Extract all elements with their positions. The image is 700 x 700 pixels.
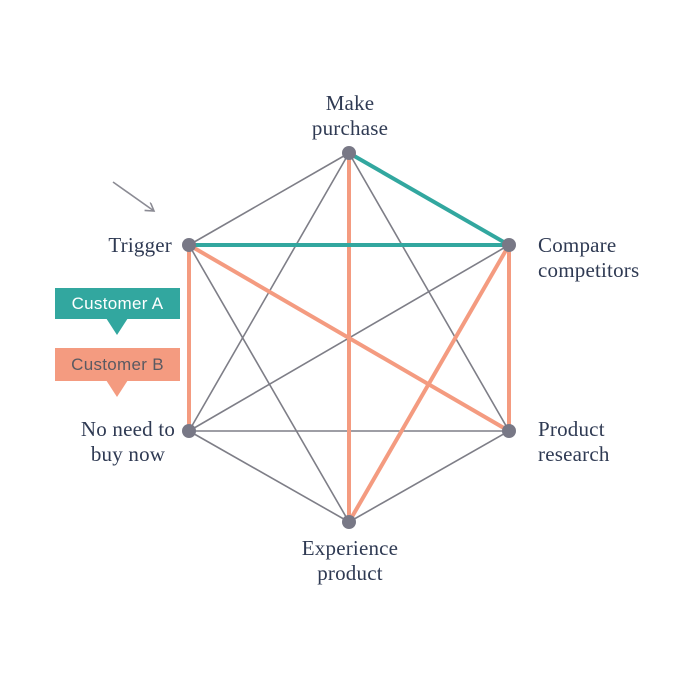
legend-customer-b-label: Customer B [71,354,164,374]
node-label-make-purchase: Make purchase [250,91,450,141]
node-label-line: research [538,442,610,466]
legend-customer-b-tail-icon [106,380,128,397]
node-dot-no-need-to-buy-now [182,424,196,438]
node-label-line: Make [325,91,375,115]
node-dot-trigger [182,238,196,252]
edge-product-research-experience-product [348,430,510,523]
node-label-line: competitors [538,258,640,282]
edge-compare-competitors-experience-product [347,243,511,524]
node-dot-experience-product [342,515,356,529]
customer-a-path [189,151,510,247]
edge-make-purchase-compare-competitors [348,151,510,247]
node-label-compare-competitors: Compare competitors [538,233,700,283]
node-label-experience-product: Experience product [250,536,450,586]
node-label-line: No need to [80,417,176,441]
node-dot-product-research [502,424,516,438]
customer-b-path [187,153,511,524]
node-label-product-research: Product research [538,417,700,467]
node-dots [182,146,516,529]
node-label-line: Product [538,417,605,441]
edge-trigger-experience-product [188,244,350,523]
node-label-line: purchase [311,116,389,140]
node-label-no-need-to-buy-now: No need to buy now [28,417,228,467]
pointer-arrow-icon [112,181,154,211]
node-label-line: Compare [538,233,617,257]
node-label-trigger: Trigger [0,233,172,258]
legend-customer-a: Customer A [55,288,180,319]
node-dot-make-purchase [342,146,356,160]
node-label-line: Trigger [108,233,172,257]
legend-customer-a-tail-icon [106,318,128,335]
node-dot-compare-competitors [502,238,516,252]
edge-no-need-to-buy-now-experience-product [188,430,350,523]
node-label-line: buy now [90,442,166,466]
edge-trigger-make-purchase [188,152,350,246]
legend-customer-b: Customer B [55,348,180,381]
node-label-line: product [317,561,383,585]
node-label-line: Experience [301,536,399,560]
legend-customer-a-label: Customer A [71,293,164,313]
